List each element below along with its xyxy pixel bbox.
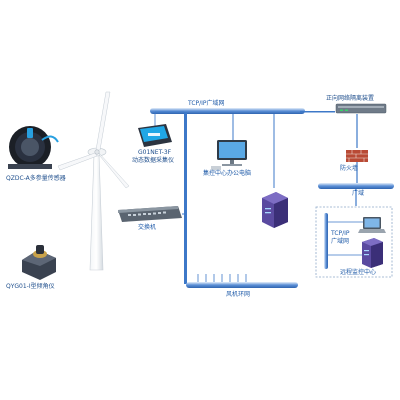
inclinometer-label: QYG01-I型倾角仪: [6, 283, 55, 290]
firewall-icon: [346, 150, 368, 162]
control-center-pc-label: 集控中心办公电脑: [203, 170, 252, 177]
isolation-device-icon: [335, 103, 387, 114]
desktop-computer-icon: [211, 140, 247, 170]
wan-bus-label: 广域: [352, 190, 365, 197]
wind-turbine-icon: [57, 91, 130, 271]
switch-label: 交换机: [138, 224, 157, 231]
inclinometer-icon: [22, 245, 56, 280]
remote-center-box: [315, 206, 393, 278]
collector-desc-label: 动态数据采集仪: [132, 157, 175, 164]
isolation-device-label: 正向网络隔离装置: [326, 95, 375, 102]
wide-area-bus: [318, 183, 394, 189]
data-collector-icon: [138, 124, 172, 147]
firewall-label: 防火墙: [340, 165, 359, 172]
laptop-icon: [358, 217, 386, 233]
tcp-wan-top-label: TCP/IP广域网: [188, 100, 225, 107]
backbone-drop-line: [184, 112, 187, 284]
remote-tcp-label-line1: TCP/IP: [331, 230, 350, 237]
remote-center-label: 远程监控中心: [340, 269, 377, 276]
remote-vertical-bus: [324, 213, 328, 269]
farm-network-taps: [197, 274, 247, 282]
server-icon: [262, 192, 288, 228]
sensor-label: QZDC-A多参量传感器: [6, 175, 66, 182]
farm-network-label: 风机环网: [226, 291, 251, 298]
network-switch-icon: [118, 206, 182, 222]
collector-model-label: G01NET-3F: [138, 149, 172, 156]
tcp-ip-wan-bus: [150, 108, 335, 114]
remote-tcp-label-line2: 广域网: [331, 238, 350, 245]
multi-parameter-sensor-icon: [8, 126, 59, 169]
farm-network-bus: [186, 282, 298, 288]
remote-server-icon: [362, 238, 383, 268]
